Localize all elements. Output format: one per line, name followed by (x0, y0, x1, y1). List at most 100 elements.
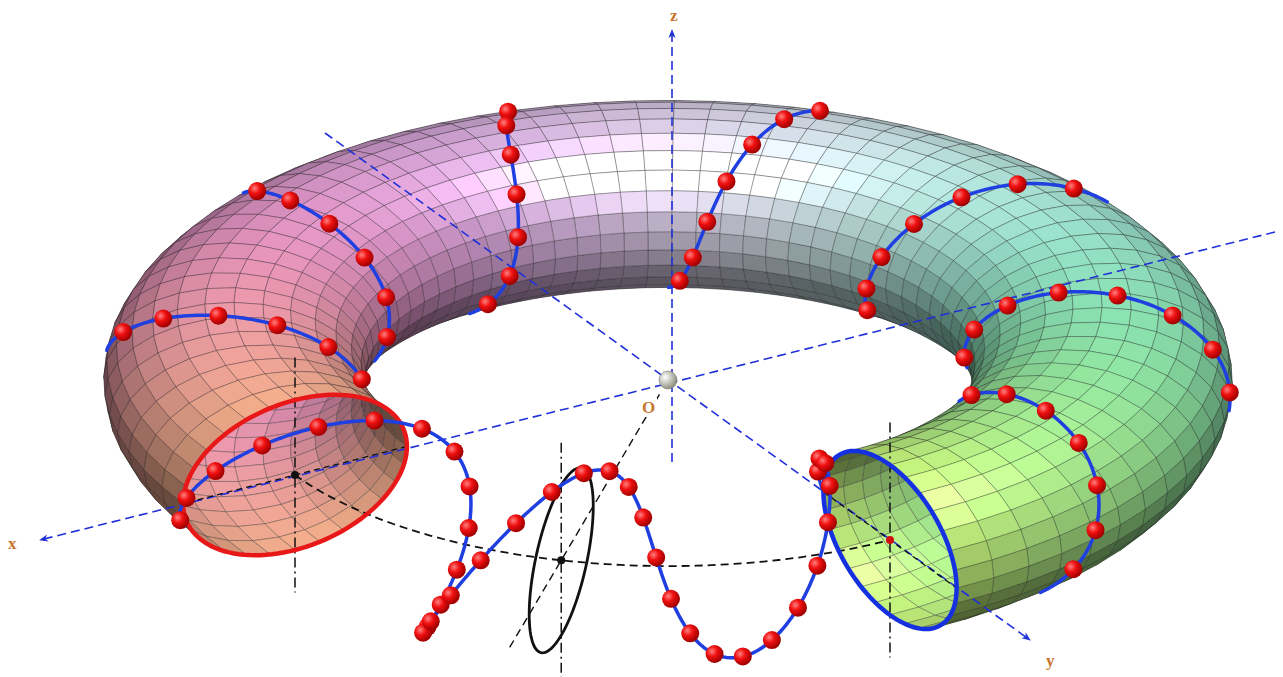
helix-point (647, 548, 665, 566)
helix-point (734, 647, 752, 665)
torus-patch (1071, 308, 1102, 323)
helix-point (858, 301, 876, 319)
helix-curve (964, 292, 1230, 411)
torus-patch (672, 212, 697, 233)
torus-patch (673, 151, 703, 171)
helix-point (671, 272, 689, 290)
helix-curve (668, 111, 824, 288)
torus-patch (574, 215, 600, 238)
torus-patch (702, 134, 736, 153)
axis-label: x (6, 534, 19, 553)
torus-patch (674, 102, 713, 109)
helix-curve (107, 315, 365, 383)
helix-point (808, 557, 826, 575)
helix-point (1070, 434, 1088, 452)
helix-point (684, 248, 702, 266)
torus-patch (622, 212, 647, 233)
torus-patch (610, 134, 643, 153)
torus-patch (205, 288, 236, 304)
helix-point (1221, 383, 1239, 401)
torus-patch (722, 193, 750, 216)
helix-point (442, 586, 460, 604)
helix-point (207, 462, 225, 480)
torus-patch (601, 109, 639, 121)
torus-patch (705, 120, 741, 136)
torus-patch (622, 265, 647, 278)
y-axis (325, 133, 1030, 640)
torus-patch (577, 253, 601, 271)
construction-lines (183, 358, 957, 677)
torus-patch (600, 251, 624, 268)
helix-point (1009, 175, 1027, 193)
helix-point (789, 599, 807, 617)
torus-patch (617, 170, 646, 192)
helix-point (821, 477, 839, 495)
helix-point (154, 310, 172, 328)
helix-point (319, 338, 337, 356)
torus-patch (641, 133, 673, 151)
helix-point (253, 436, 271, 454)
torus-patch (647, 212, 672, 232)
torus-patch (640, 119, 674, 134)
helix-point (743, 136, 761, 154)
helix-point (816, 454, 834, 472)
helix-point (1037, 402, 1055, 420)
axis-label: O (640, 398, 657, 417)
torus-patch (598, 266, 624, 280)
helix-point (472, 551, 490, 569)
blue-section-circle (823, 451, 956, 629)
torus-patch (551, 218, 577, 241)
helix-point (422, 612, 440, 630)
torus-patch (170, 512, 206, 536)
helix-point (502, 146, 520, 164)
torus-patch (672, 191, 698, 212)
section-centre (557, 556, 565, 564)
origin-point (659, 371, 677, 389)
helix-point (857, 280, 875, 298)
helix-point (965, 321, 983, 339)
axis-label: z (668, 6, 680, 25)
torus-patch (743, 236, 767, 257)
axis-label: y (1044, 651, 1057, 670)
helix-point (209, 307, 227, 325)
torus-patch (234, 288, 265, 305)
torus-patch (643, 151, 673, 171)
torus-patch (572, 121, 610, 138)
torus-patch (647, 265, 672, 277)
torus-patch (645, 170, 673, 191)
helix-point (460, 519, 478, 537)
torus-surface (104, 101, 1232, 629)
torus-patch (1067, 322, 1100, 336)
torus-patch (648, 250, 672, 266)
helix-point (1204, 341, 1222, 359)
helix-point (320, 215, 338, 233)
torus-patch (646, 277, 672, 285)
helix-point (706, 645, 724, 663)
helix-point (873, 248, 891, 266)
helix-point (479, 295, 497, 313)
helix-point (775, 110, 793, 128)
torus-patch (600, 233, 624, 253)
red-section-circle (183, 395, 407, 555)
helix-point (1064, 560, 1082, 578)
helix-point (543, 483, 561, 501)
helix-point (763, 631, 781, 649)
helix-point (962, 386, 980, 404)
helix-point (378, 328, 396, 346)
section-diameter (823, 492, 956, 588)
helix-point (1050, 284, 1068, 302)
helix-point (248, 182, 266, 200)
z-axis (671, 30, 673, 462)
helix-point (717, 172, 735, 190)
helix-point (905, 215, 923, 233)
torus-patch (620, 191, 647, 213)
torus-patch (590, 172, 620, 195)
torus-patch (638, 108, 674, 119)
helix-point (356, 249, 374, 267)
torus-patch (672, 232, 696, 251)
helix-curve (959, 392, 1099, 592)
helix-point (268, 316, 286, 334)
helix-point (1087, 521, 1105, 539)
torus-patch (648, 232, 672, 250)
helix-curve (244, 191, 390, 361)
